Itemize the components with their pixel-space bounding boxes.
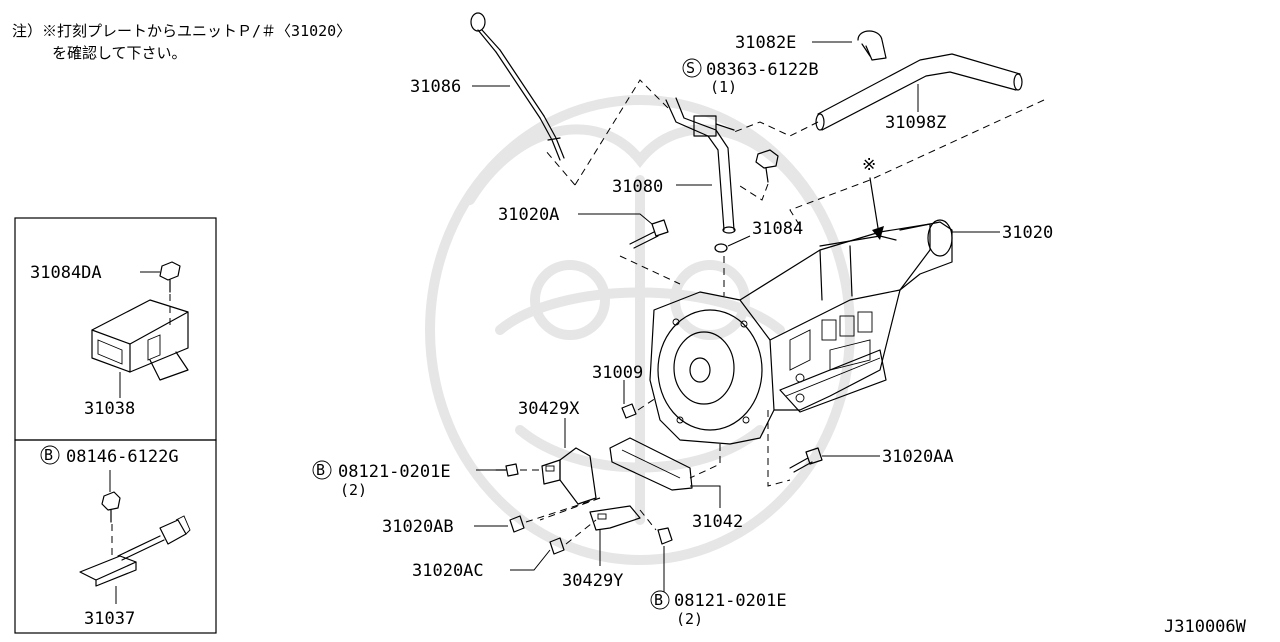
bolt-31020AB-part[interactable] [509,515,525,533]
bolt-08121-bot-part[interactable] [657,527,673,545]
bolt-08121-top-part[interactable] [495,463,519,477]
charging-pipe-part[interactable] [665,97,736,234]
diagram-id: J310006W [1164,617,1247,637]
module-31038-part[interactable] [91,299,189,381]
note-line-1: 注）※打刻プレートからユニットＰ/＃〈31020〉 [12,22,351,40]
cover-31042-part[interactable] [609,437,693,491]
b-mark-icon-bottom [650,590,670,610]
b-mark-icon-inset [40,445,60,465]
label-31082E: 31082E [735,33,796,53]
pipe-bolt-part[interactable] [755,149,779,183]
label-08363-6122B: 08363-6122B [706,60,819,80]
asterisk-mark: ※ [862,155,876,175]
bolt-31009-part[interactable] [621,403,637,419]
bolt-08146-part[interactable] [101,491,121,523]
label-31084DA: 31084DA [30,263,102,283]
asterisk-arrow [869,177,879,229]
label-30429X: 30429X [518,399,580,419]
sensor-31037-part[interactable] [79,515,191,587]
b-mark-letter: B [316,461,325,479]
qty-08121-0201E-top: (2) [340,481,367,499]
b-mark-letter-inset: B [44,446,53,464]
label-31020A: 31020A [498,205,559,225]
clamp-part[interactable] [857,30,887,61]
dipstick-part[interactable] [470,12,565,161]
qty-08121-0201E-bottom: (2) [676,610,703,628]
bolt-31020AA-part[interactable] [789,447,823,473]
label-08121-0201E-top: 08121-0201E [338,462,451,482]
label-31009: 31009 [592,363,643,383]
b-mark-icon [312,460,332,480]
breather-hose-part[interactable] [815,53,1023,131]
transmission-part[interactable] [649,219,953,445]
label-31084: 31084 [752,219,803,239]
b-mark-letter-bottom: B [654,591,663,609]
bolt-31084DA-part[interactable] [159,261,181,293]
label-08146-6122G: 08146-6122G [66,447,179,467]
inset-lower-frame [14,439,217,634]
label-30429Y: 30429Y [562,571,623,591]
bolt-31020A-part[interactable] [629,219,669,249]
label-08121-0201E-bottom: 08121-0201E [674,591,787,611]
label-31086: 31086 [410,77,461,97]
note-line-2: を確認して下さい。 [52,44,187,62]
s-mark-letter: S [686,59,695,77]
label-31020AB: 31020AB [382,517,454,537]
label-31020: 31020 [1002,223,1053,243]
label-31080: 31080 [612,177,663,197]
bracket-30429X-part[interactable] [541,447,597,505]
s-mark-icon [682,58,702,78]
label-31020AC: 31020AC [412,561,484,581]
bolt-31020AC-part[interactable] [549,537,565,555]
bracket-30429Y-part[interactable] [589,505,641,531]
qty-08363-6122B: (1) [710,78,737,96]
o-ring-part[interactable] [714,243,728,253]
label-31037: 31037 [84,609,135,629]
label-31020AA: 31020AA [882,447,954,467]
label-31042: 31042 [692,512,743,532]
label-31098Z: 31098Z [885,113,946,133]
label-31038: 31038 [84,399,135,419]
watermark-emblem [425,95,855,565]
